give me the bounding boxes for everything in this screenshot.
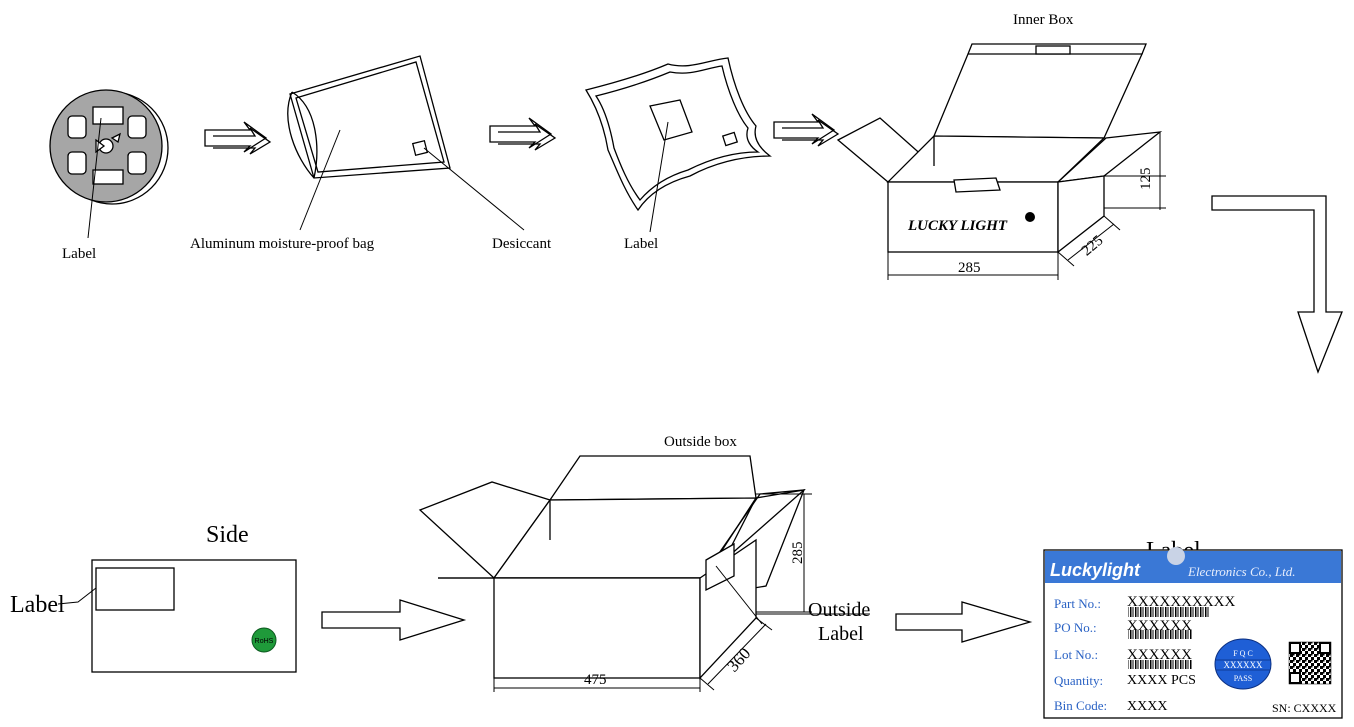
label-lot-val: XXXXXX [1127,647,1192,663]
inner-box-width: 225 [1079,233,1107,260]
inner-box-height: 125 [1138,168,1154,191]
label-company: Electronics Co., Ltd. [1187,564,1296,579]
label-part-val: XXXXXXXXXX [1127,594,1235,610]
label-po-key: PO No.: [1054,620,1097,635]
inner-box-length: 285 [958,260,981,276]
stamp-bot: PASS [1234,674,1252,683]
inner-box-illustration [836,43,1166,280]
arrow-down-icon [1211,195,1343,374]
rohs-badge [251,627,277,653]
outside-box-length: 475 [584,672,607,688]
sealed-bag-label: Label [624,236,658,252]
label-part-key: Part No.: [1054,596,1101,611]
side-label-leader [57,587,97,605]
outside-box-height: 285 [790,542,806,565]
moisture-proof-bag-illustration [287,55,525,231]
shipping-label-card [1043,547,1343,719]
label-sn: SN: CXXXX [1272,701,1337,715]
fqc-stamp [1214,638,1272,690]
stamp-mid: XXXXXX [1224,660,1263,670]
label-qty-val: XXXX PCS [1127,673,1196,688]
inner-box-brand: LUCKY LIGHT [907,218,1008,234]
arrow-5-icon [895,601,1033,643]
label-lot-key: Lot No.: [1054,647,1098,662]
label-qty-key: Quantity: [1054,673,1103,688]
desiccant-label: Desiccant [492,236,552,252]
outside-box-title: Outside box [664,434,737,450]
arrow-3-icon [773,113,840,147]
outside-label-line1: Outside [808,599,870,621]
stamp-top: F Q C [1233,649,1253,658]
barcode-part [1128,607,1210,617]
label-banner [1045,551,1341,583]
label-bin-val: XXXX [1127,699,1167,714]
side-label-box [95,567,175,611]
side-title: Side [206,522,249,548]
label-bin-key: Bin Code: [1054,698,1107,713]
reel-label: Label [62,246,96,262]
outside-label-line2: Label [818,623,864,645]
barcode-po [1128,630,1192,639]
arrow-4-icon [321,599,467,641]
label-po-val: XXXXXX [1127,618,1192,634]
barcode-lot [1128,660,1192,669]
sealed-bag-illustration [584,57,772,233]
arrow-2-icon [489,117,557,151]
reel-illustration [49,89,169,239]
side-label: Label [10,592,65,618]
bag-label: Aluminum moisture-proof bag [190,236,375,252]
arrow-1-icon [204,121,272,155]
inner-box-title: Inner Box [1013,12,1074,28]
label-brand: Luckylight [1050,560,1141,580]
rohs-text: RoHS [255,638,274,645]
outside-box-illustration [418,455,870,692]
